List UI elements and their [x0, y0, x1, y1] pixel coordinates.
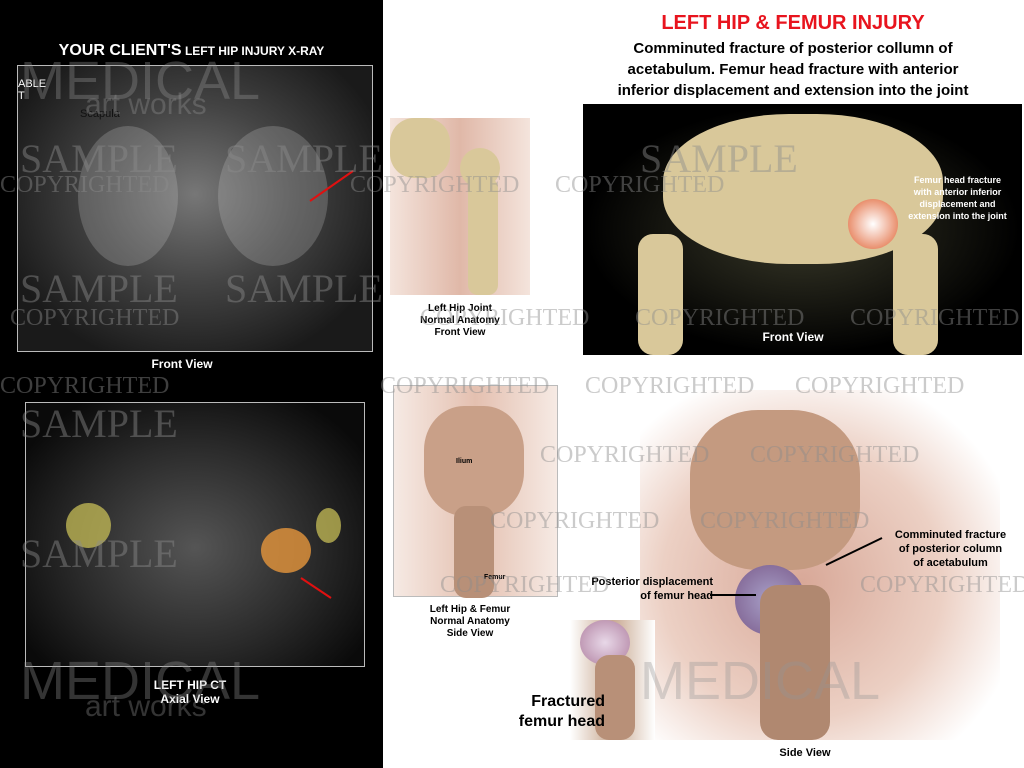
subtitle-line: Comminuted fracture of posterior collumn… — [633, 40, 953, 57]
fracture-highlight — [848, 199, 898, 249]
side-caption: Side View — [779, 747, 831, 759]
ilium-label: Ilium — [456, 458, 473, 465]
arrow-icon — [710, 594, 756, 596]
xray-right-ilium — [218, 126, 328, 266]
annotation-line: Posterior displacement — [591, 576, 713, 588]
annotation-line: of femur head — [640, 590, 713, 602]
caption-line: Left Hip & Femur — [429, 604, 511, 615]
front-caption: Front View — [762, 330, 824, 344]
cropped-text-1: ABLE — [18, 78, 47, 90]
femur — [760, 585, 830, 740]
caption-line: Side View — [446, 628, 494, 639]
normal-side-illustration: Ilium Femur — [393, 385, 558, 598]
main-title: LEFT HIP & FEMUR INJURY — [661, 12, 925, 34]
normal-front-illustration — [390, 118, 530, 295]
ct-caption-1: LEFT HIP CT — [153, 678, 227, 692]
femur-shaft — [468, 178, 498, 295]
displacement-annotation: Posterior displacement of femur head — [563, 575, 713, 603]
ct-caption-2: Axial View — [160, 692, 220, 706]
caption-line: Left Hip Joint — [428, 303, 492, 314]
red-arrow-icon — [309, 170, 354, 202]
annotation-line: with anterior inferior — [913, 187, 1002, 197]
xray-title-small: LEFT HIP INJURY X-RAY — [184, 44, 325, 58]
annotation-line: extension into the joint — [908, 211, 1007, 221]
xray-caption: Front View — [151, 357, 213, 371]
ilium — [690, 410, 860, 570]
side-view-illustration — [640, 390, 1000, 740]
femur-label: Femur — [484, 574, 506, 581]
right-femur — [638, 234, 683, 355]
caption-line: Normal Anatomy — [430, 616, 510, 627]
label-line: femur head — [518, 713, 605, 730]
annotation-line: Comminuted fracture — [894, 529, 1007, 541]
ilium — [424, 406, 524, 516]
acetabulum-annotation: Comminuted fracture of posterior column of… — [878, 528, 1023, 570]
arrow-icon — [825, 537, 883, 566]
subtitle-line: inferior displacement and extension into… — [617, 82, 969, 99]
left-femur — [893, 234, 938, 355]
cropped-text-2: T — [18, 90, 25, 102]
subtitle-line: acetabulum. Femur head fracture with ant… — [627, 61, 959, 78]
red-arrow-icon — [300, 577, 332, 599]
front-view-illustration: Femur head fracture with anterior inferio… — [583, 104, 1022, 355]
front-annotation: Femur head fracture with anterior inferio… — [895, 174, 1020, 222]
xray-left-ilium — [78, 126, 178, 266]
caption-line: Front View — [434, 327, 486, 338]
fractured-femur-illustration — [570, 620, 655, 740]
femur — [454, 506, 494, 598]
ct-image — [25, 402, 365, 667]
annotation-line: of posterior column — [898, 543, 1003, 555]
annotation-line: Femur head fracture — [913, 175, 1002, 185]
xray-title-big: YOUR CLIENT'S — [58, 42, 182, 59]
annotation-line: of acetabulum — [913, 557, 988, 569]
annotation-line: displacement and — [919, 199, 996, 209]
caption-line: Normal Anatomy — [420, 315, 500, 326]
xray-title: YOUR CLIENT'S LEFT HIP INJURY X-RAY — [0, 42, 383, 60]
femur-neck — [595, 655, 635, 740]
ct-right-femur-head — [66, 503, 111, 548]
fractured-label: Fractured femur head — [505, 692, 605, 732]
ct-fragment — [316, 508, 341, 543]
pelvis — [390, 118, 450, 178]
subtitle: Comminuted fracture of posterior collumn… — [575, 38, 1011, 101]
ct-fractured-femur-head — [261, 528, 311, 573]
label-line: Fractured — [531, 693, 605, 710]
scapula-label: Scapula — [80, 108, 120, 120]
